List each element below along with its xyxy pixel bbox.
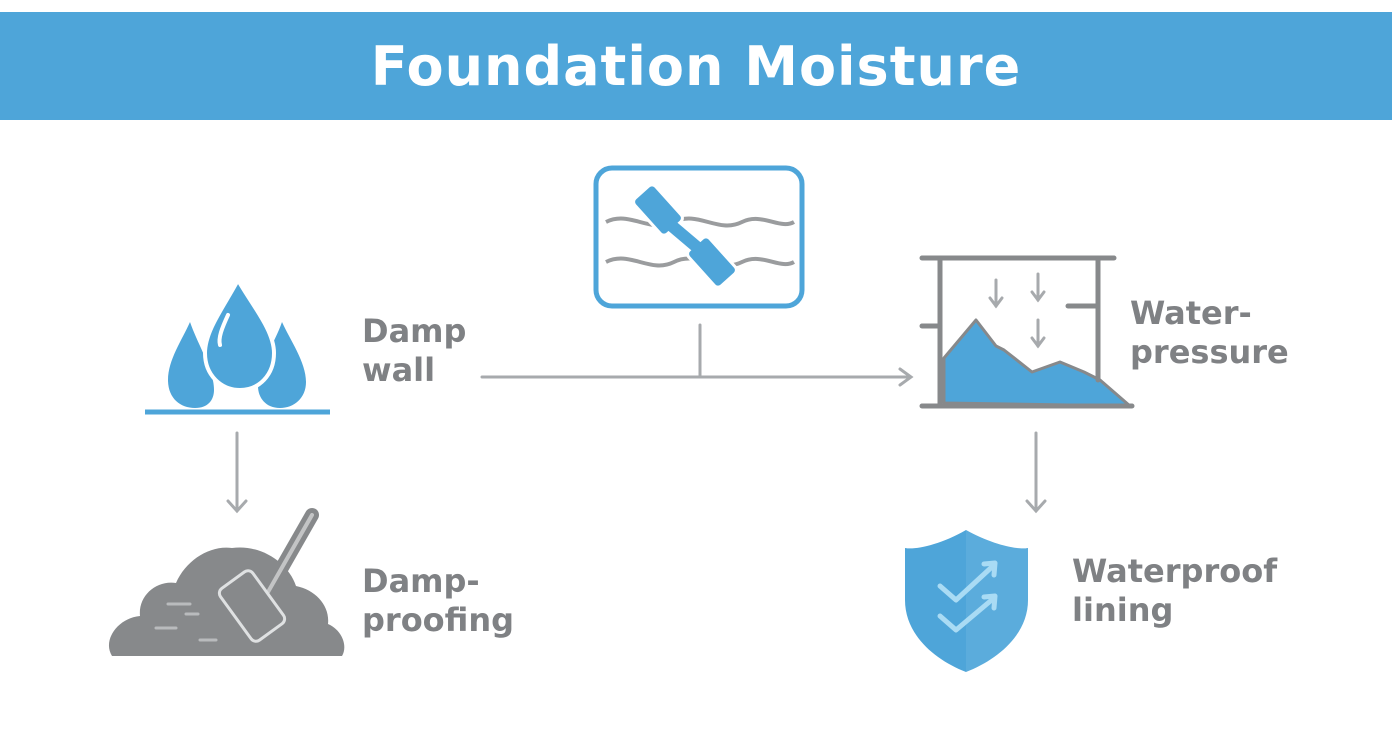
water-drops-icon [145,275,330,415]
label-water-pressure-line1: Water- [1130,294,1252,332]
label-damp-wall-line2: wall [362,351,436,389]
label-water-pressure-line2: pressure [1130,333,1289,371]
connector-wall-to-pressure-arrowhead [898,367,914,387]
title-banner: Foundation Moisture [0,12,1392,120]
label-water-pressure: Water- pressure [1130,294,1289,372]
membrane-panel-icon [593,165,805,309]
label-damp-proofing: Damp- proofing [362,562,514,640]
connector-wall-to-proofing-arrowhead [226,499,248,514]
page-title: Foundation Moisture [370,34,1022,98]
connector-pressure-to-lining-arrowhead [1025,499,1047,514]
label-waterproof-lining-line2: lining [1072,591,1174,629]
connectors [226,323,1047,514]
label-waterproof-lining: Waterproof lining [1072,552,1277,630]
water-pressure-tank-icon [919,255,1135,409]
label-damp-wall: Damp wall [362,312,466,390]
label-waterproof-lining-line1: Waterproof [1072,552,1278,590]
shield-check-icon [905,530,1028,672]
trowel-mound-icon [108,508,345,656]
label-damp-proofing-line2: proofing [362,601,515,639]
label-damp-proofing-line1: Damp- [362,562,480,600]
label-damp-wall-line1: Damp [362,312,467,350]
